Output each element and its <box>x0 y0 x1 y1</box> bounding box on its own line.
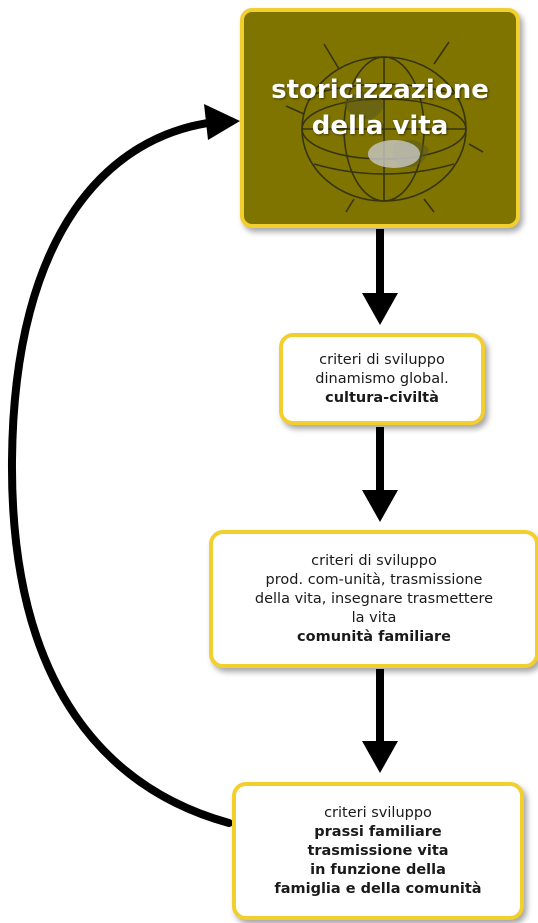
arrowhead-box3-to-box4 <box>362 741 398 773</box>
main-title-line: storicizzazione <box>271 75 489 105</box>
node-main: storicizzazione della vita <box>240 8 520 228</box>
box3-line: prod. com-unità, trasmissione <box>265 571 483 588</box>
arrow-feedback-loop <box>7 118 233 827</box>
box3-heading: comunità familiare <box>297 628 451 645</box>
node-prassi-familiare: criteri sviluppo prassi familiare trasmi… <box>232 782 524 920</box>
box4-line: criteri sviluppo <box>324 804 432 821</box>
box2-line: dinamismo global. <box>315 370 449 387</box>
box3-line: della vita, insegnare trasmettere <box>254 590 494 607</box>
box4-bold-line: in funzione della <box>310 861 446 878</box>
globe-icon <box>285 41 484 213</box>
main-title-line: della vita <box>311 111 449 141</box>
box4-bold-line: prassi familiare <box>314 823 442 840</box>
node-comunita-familiare: criteri di sviluppo prod. com-unità, tra… <box>209 530 538 668</box>
box4-bold-line: trasmissione vita <box>307 842 449 859</box>
box3-line: criteri di sviluppo <box>311 552 437 569</box>
box4-bold-line: famiglia e della comunità <box>274 880 482 897</box>
box3-line: la vita <box>351 609 397 626</box>
box2-line: criteri di sviluppo <box>319 351 445 368</box>
arrowhead-main-to-box2 <box>362 293 398 325</box>
arrowhead-box2-to-box3 <box>362 490 398 522</box>
box2-heading: cultura-civiltà <box>325 389 439 406</box>
node-cultura-civilta: criteri di sviluppo dinamismo global. cu… <box>279 333 485 425</box>
main-title: storicizzazione della vita <box>271 72 489 144</box>
arrowhead-feedback-loop <box>204 104 240 140</box>
